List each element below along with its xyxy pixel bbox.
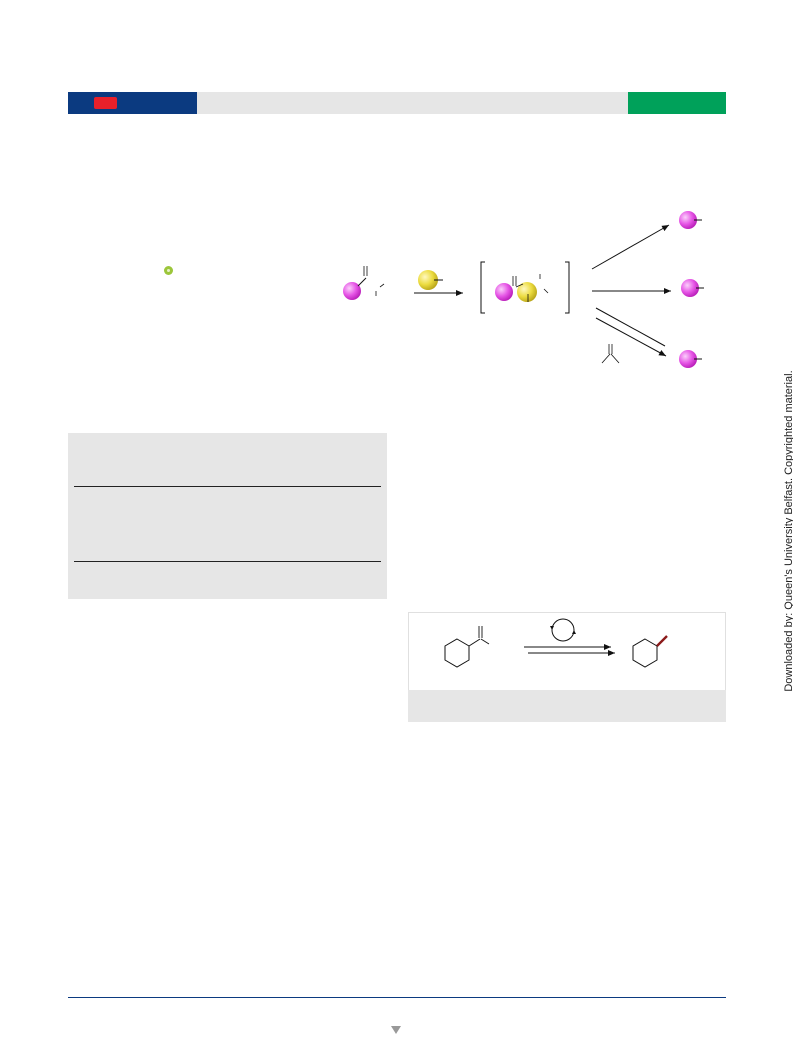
reagent [418,270,443,290]
product-3 [679,350,702,368]
journal-header-green-block [628,92,726,114]
product-arrow-1 [591,224,670,270]
starting-material [343,266,385,300]
figure-caption-band [408,690,726,722]
product-2 [681,279,704,297]
product-2-sphere-icon [681,279,699,297]
journal-header-blue-block [68,92,197,114]
article-type-badge [94,97,117,109]
table-top-rule [74,486,381,487]
byproduct [601,344,620,364]
product-arrow-3a [595,307,666,347]
product-arrow-3b [595,317,667,357]
highlighted-bond [656,635,668,647]
page-down-arrow-icon[interactable] [391,1026,401,1034]
reaction-scheme [343,211,704,368]
footer-rule [68,997,726,998]
product-1 [679,211,702,229]
catalytic-cycle-icon [550,618,576,642]
table-bottom-rule [74,561,381,562]
download-watermark: Downloaded by: Queen's University Belfas… [783,370,793,692]
reagent-sphere-icon [418,270,438,290]
figure-substrate [444,626,490,668]
intermediate-substrate-sphere-icon [495,283,513,301]
figure-reaction-scheme [444,618,668,668]
intermediate [480,261,570,314]
table-panel [68,433,387,599]
journal-header-band [68,92,726,114]
product-1-sphere-icon [679,211,697,229]
figure-product [632,635,668,668]
substrate-sphere-icon [343,282,361,300]
orcid-icon[interactable] [164,266,173,275]
intermediate-reagent-sphere-icon [517,282,537,302]
product-3-sphere-icon [679,350,697,368]
